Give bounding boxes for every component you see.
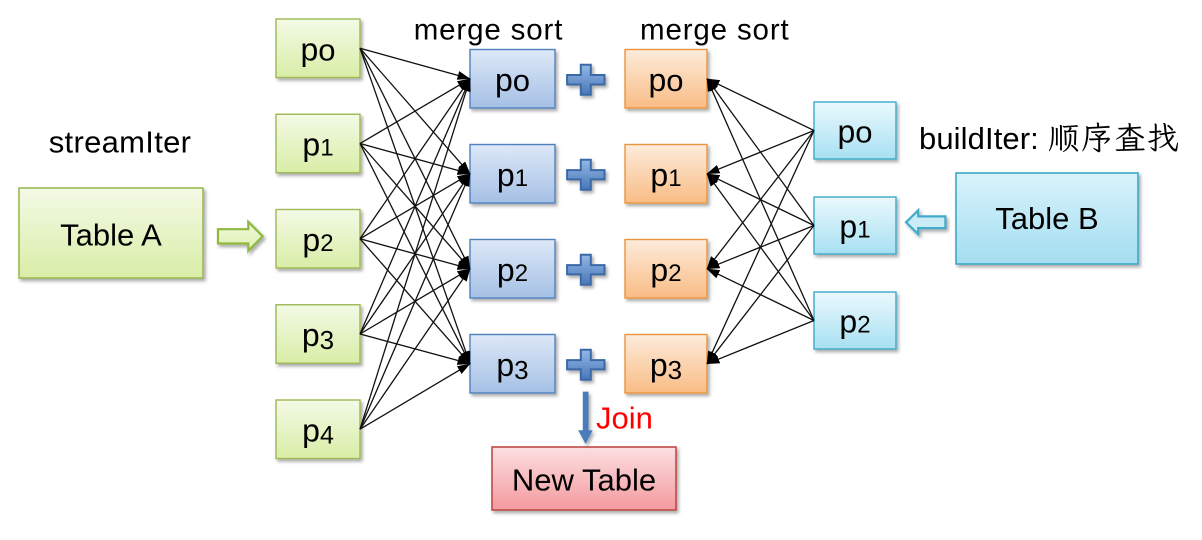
svg-text:streamIter: streamIter (49, 125, 192, 160)
svg-text:p1: p1 (650, 157, 681, 193)
svg-text:Table B: Table B (995, 201, 1098, 236)
svg-text:p3: p3 (302, 317, 334, 355)
svg-text:p2: p2 (497, 252, 528, 288)
svg-text:po: po (495, 62, 530, 98)
svg-text:po: po (300, 31, 335, 67)
svg-text:po: po (837, 114, 872, 150)
svg-text:buildIter:: buildIter: (919, 121, 1039, 156)
svg-text:p1: p1 (497, 157, 528, 193)
svg-text:Join: Join (596, 400, 653, 435)
svg-text:merge sort: merge sort (640, 13, 790, 46)
svg-text:Table A: Table A (60, 218, 162, 253)
svg-text:merge sort: merge sort (414, 13, 564, 46)
svg-text:New Table: New Table (512, 463, 656, 498)
svg-text:p1: p1 (839, 209, 870, 245)
svg-text:po: po (648, 62, 683, 98)
svg-text:p4: p4 (302, 412, 334, 449)
